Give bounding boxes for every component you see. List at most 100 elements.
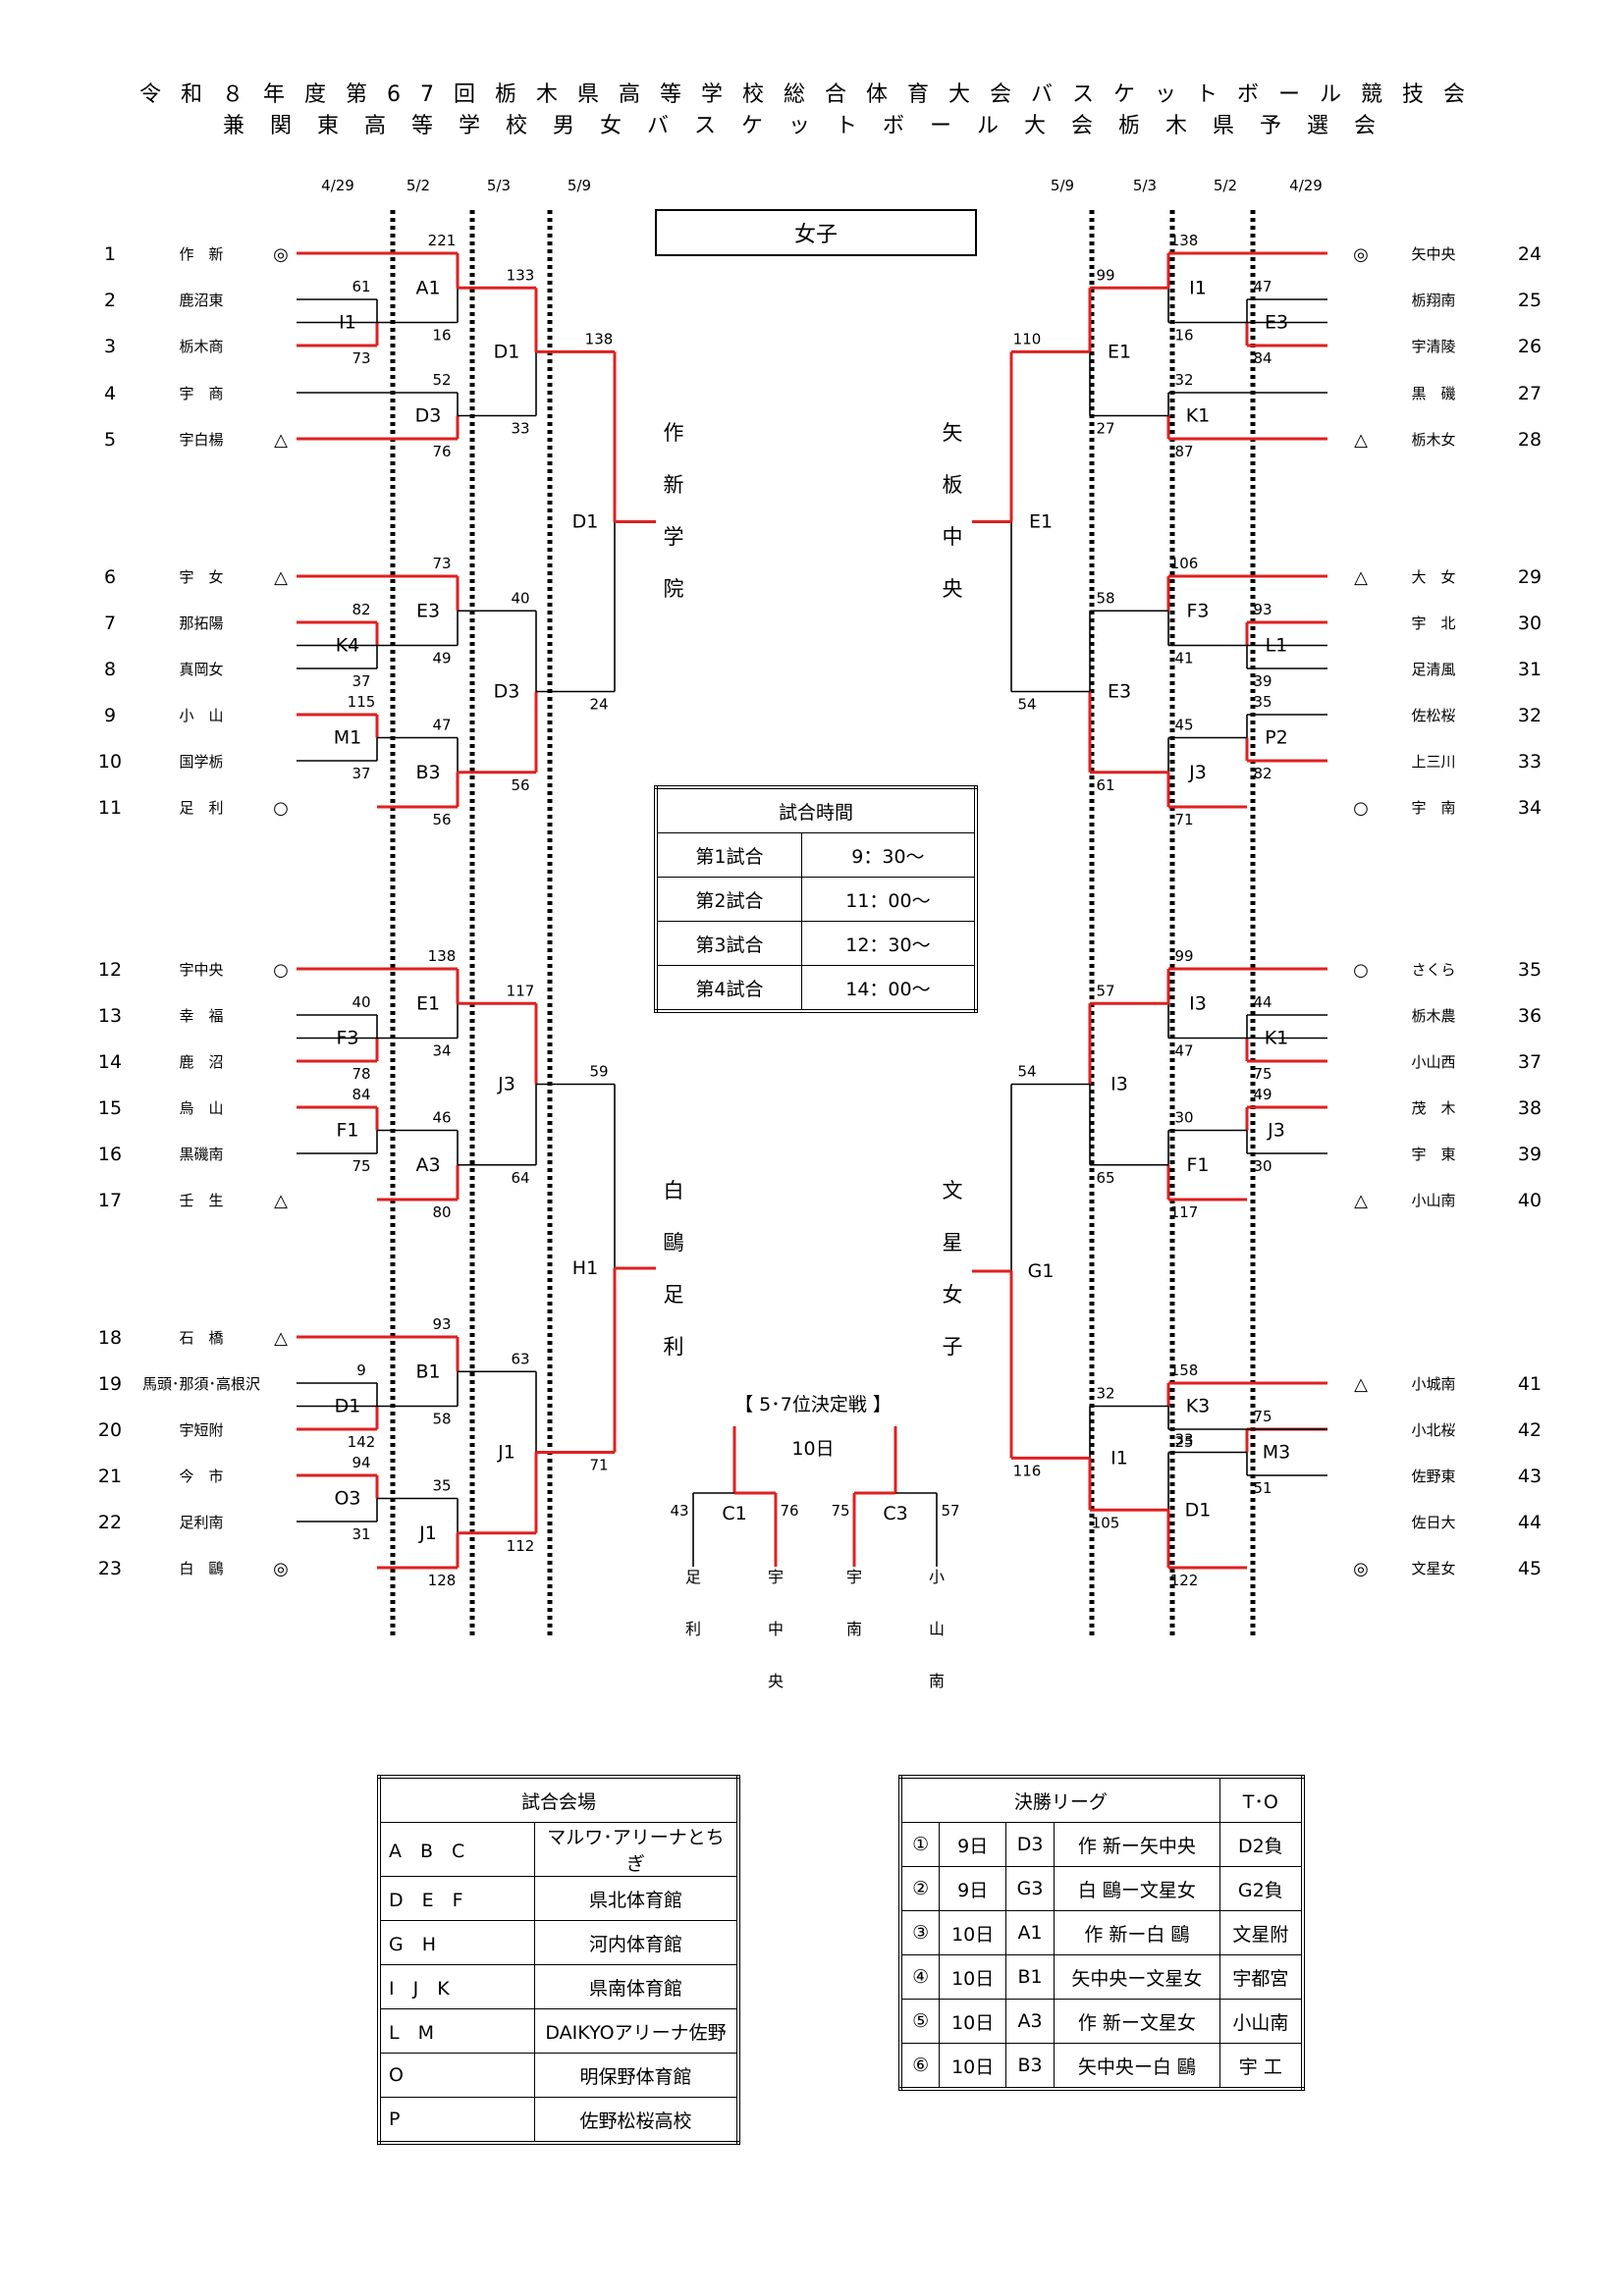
score: 30 [1253, 1157, 1272, 1175]
match-code: J3 [497, 1074, 515, 1095]
team-name: 足 利 [179, 799, 223, 817]
match-code: I3 [1189, 992, 1207, 1014]
score: 27 [1096, 420, 1114, 438]
winner-top-left: 院 [664, 577, 684, 601]
score: 35 [432, 1477, 451, 1495]
score: 34 [432, 1042, 451, 1060]
venue-name: 佐野松桜高校 [534, 2097, 739, 2144]
playoff-title: 【 5･7位決定戦 】 [734, 1394, 892, 1415]
date-label: 5/3 [1133, 177, 1157, 194]
team-number: 23 [98, 1558, 122, 1579]
to-header: T･O [1218, 1776, 1304, 1823]
match-code: J3 [1267, 1120, 1285, 1142]
final-to: 宇都宮 [1218, 1954, 1304, 2000]
team-number: 43 [1518, 1466, 1542, 1487]
score: 33 [511, 420, 529, 438]
team-number: 33 [1518, 751, 1542, 773]
seed-mark: ◎ [273, 1559, 289, 1579]
score: 16 [432, 327, 451, 345]
date-label: 4/29 [321, 177, 354, 194]
team-number: 29 [1518, 566, 1542, 588]
final-no: ② [899, 1866, 941, 1911]
score: 84 [1253, 349, 1272, 367]
final-day: 10日 [939, 1910, 1006, 1955]
seed-mark: ○ [1353, 960, 1369, 981]
score: 47 [1253, 278, 1272, 295]
team-name: 小山西 [1411, 1053, 1455, 1071]
final-court: G3 [1004, 1866, 1056, 1911]
playoff-team: 中 [768, 1620, 784, 1638]
final-match: 矢中央ー文星女 [1054, 1954, 1220, 2000]
team-number: 41 [1518, 1373, 1542, 1395]
team-name: 幸 福 [179, 1007, 223, 1025]
match-code: J1 [418, 1522, 437, 1544]
final-league-header: 決勝リーグ [899, 1776, 1220, 1823]
score: 158 [1170, 1362, 1199, 1379]
score: 76 [432, 443, 451, 460]
seed-mark: △ [274, 567, 288, 588]
match-code: E1 [1108, 341, 1131, 362]
score: 37 [352, 765, 370, 782]
score: 31 [352, 1525, 370, 1543]
playoff-team: 足 [685, 1568, 701, 1586]
seed-mark: ◎ [273, 244, 289, 265]
team-name: 宇 北 [1411, 614, 1455, 632]
match-code: B1 [415, 1361, 440, 1382]
playoff-score: 75 [831, 1502, 849, 1520]
winner-bottom-right: 文 [943, 1179, 963, 1202]
score: 116 [1013, 1462, 1042, 1479]
venue-courts: A B C [378, 1822, 535, 1877]
team-name: 烏 山 [179, 1099, 223, 1117]
team-name: 小 山 [179, 707, 223, 724]
match-code: P2 [1265, 727, 1288, 749]
score: 94 [352, 1454, 370, 1471]
team-number: 22 [98, 1512, 122, 1533]
score: 117 [1170, 1203, 1199, 1221]
team-number: 1 [104, 243, 116, 265]
match-code: F3 [1186, 600, 1209, 621]
final-day: 10日 [939, 1999, 1006, 2044]
score: 47 [432, 717, 451, 734]
date-label: 5/3 [487, 177, 511, 194]
score: 221 [428, 232, 457, 249]
team-name: 茂 木 [1411, 1099, 1455, 1117]
team-name: 足清風 [1411, 661, 1455, 678]
seed-mark: △ [1354, 567, 1368, 588]
team-name: 栃木女 [1411, 431, 1455, 449]
score: 73 [352, 349, 370, 367]
score: 61 [1096, 776, 1114, 794]
match-code: O3 [334, 1488, 360, 1510]
team-number: 26 [1518, 336, 1542, 357]
team-number: 42 [1518, 1419, 1542, 1441]
score: 49 [432, 650, 451, 667]
winner-top-left: 作 [664, 421, 684, 445]
score: 75 [1253, 1065, 1272, 1083]
match-code: J3 [1188, 762, 1207, 783]
seed-mark: ◎ [1353, 1559, 1369, 1579]
winner-top-right: 央 [943, 577, 963, 601]
team-number: 2 [104, 290, 116, 311]
match-code: G1 [1028, 1260, 1055, 1282]
winner-bottom-left: 白 [664, 1179, 684, 1202]
team-number: 10 [98, 751, 122, 773]
score: 110 [1013, 330, 1042, 347]
score: 59 [589, 1063, 608, 1081]
team-number: 3 [104, 336, 116, 357]
venue-name: 河内体育館 [534, 1920, 739, 1965]
team-name: 宇清陵 [1411, 338, 1455, 355]
team-number: 24 [1518, 243, 1542, 265]
final-day: 10日 [939, 1954, 1006, 2000]
final-no: ⑥ [899, 2043, 941, 2090]
team-name: 栃翔南 [1411, 292, 1455, 309]
venue-name: DAIKYOアリーナ佐野 [534, 2008, 739, 2054]
score: 142 [348, 1433, 376, 1451]
team-number: 7 [104, 613, 116, 634]
final-no: ④ [899, 1954, 941, 2000]
team-name: 小山南 [1411, 1192, 1455, 1209]
